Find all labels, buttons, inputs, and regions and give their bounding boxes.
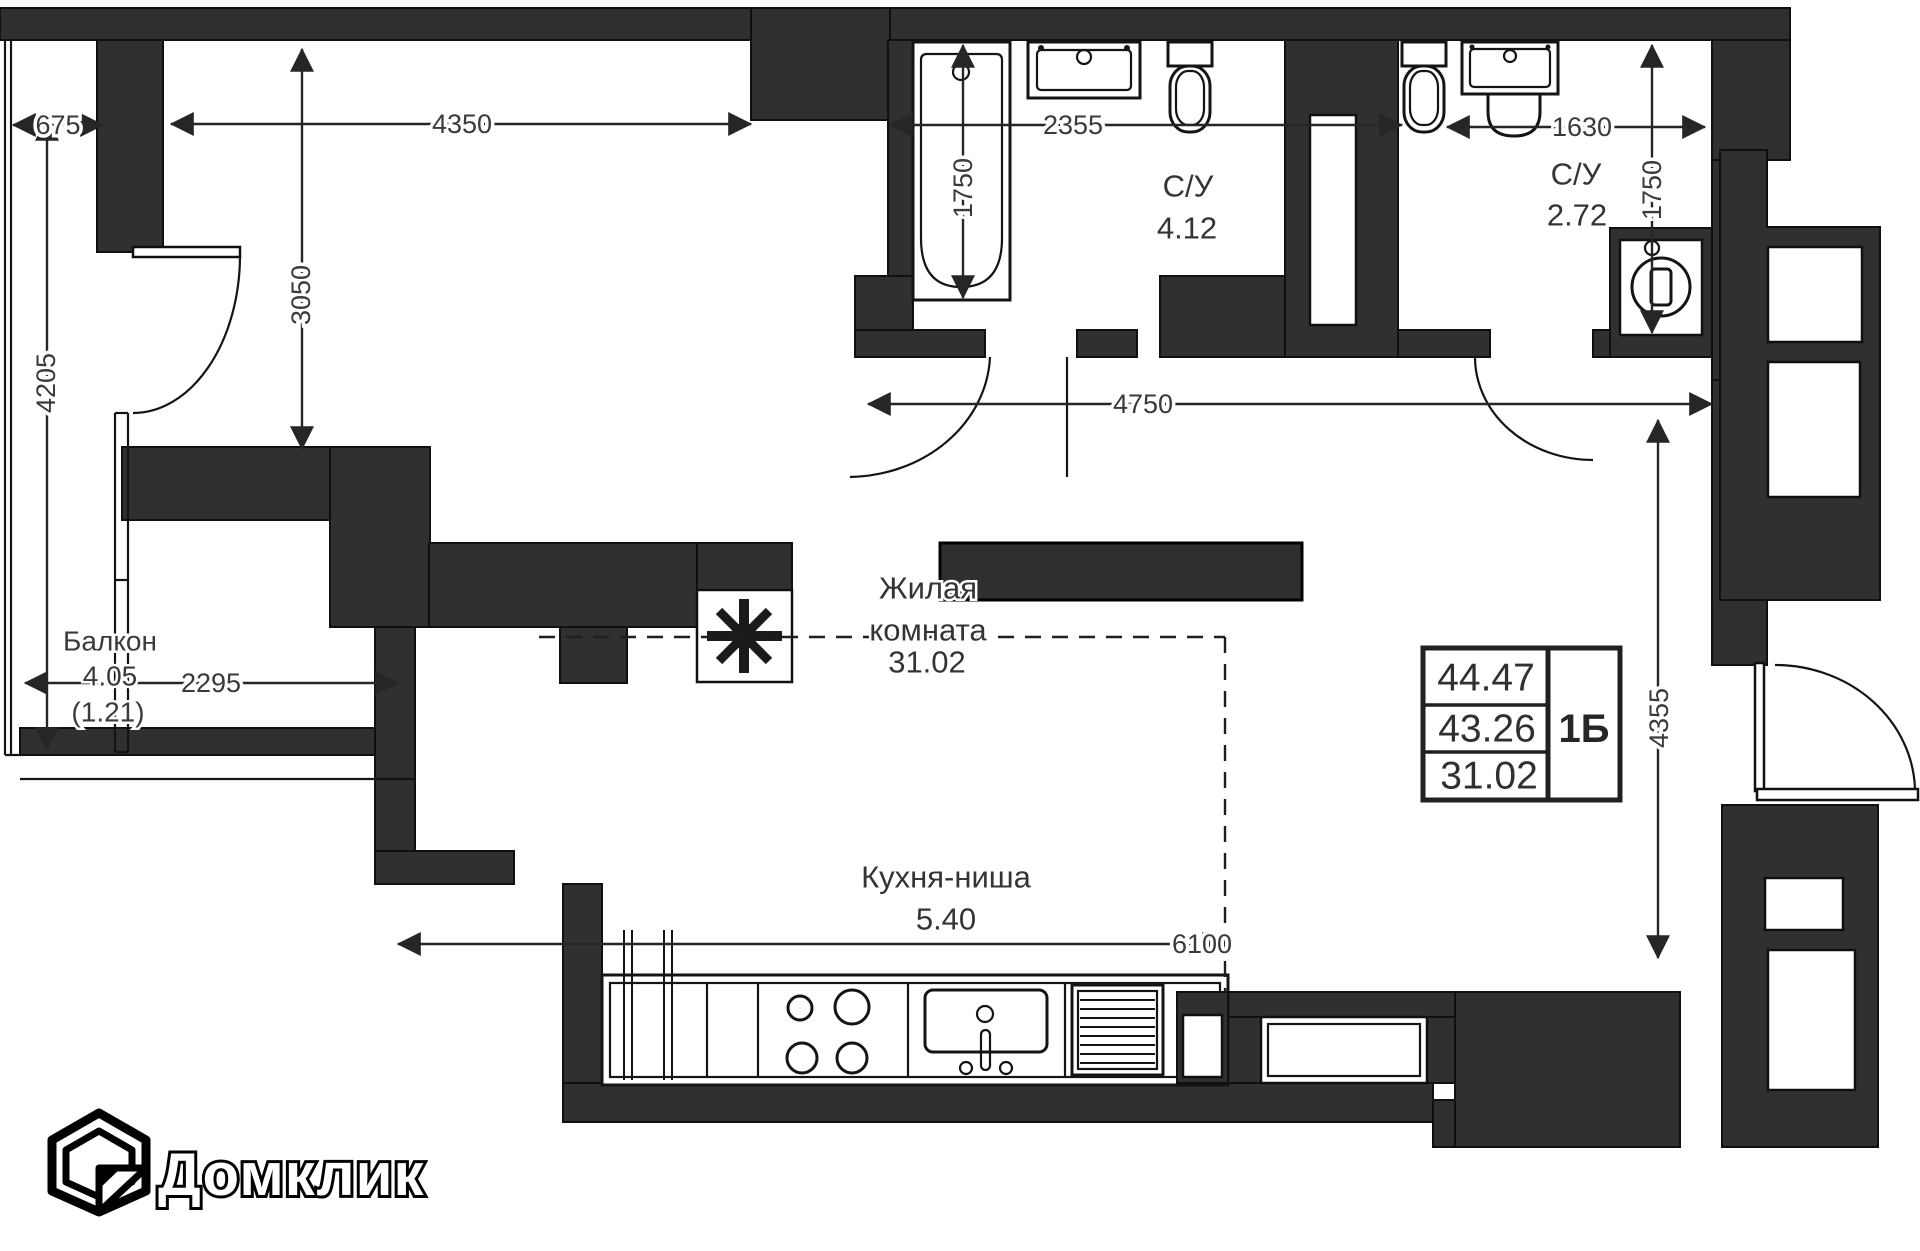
wall-bath1-bottom-b	[1076, 329, 1138, 358]
dim-bath2-width: 1630	[1552, 112, 1612, 142]
wall-step-small	[559, 626, 628, 684]
entrance-door-arc	[1774, 663, 1917, 790]
room-labels: Жилая комната 31.02 Кухня-ниша 5.40 С/У …	[61, 154, 1610, 939]
wall-bath2-bottom-a	[1397, 329, 1491, 358]
dim-bath1-width: 2355	[1043, 110, 1103, 140]
label-kitchen-area: 5.40	[916, 902, 976, 937]
dim-hall-width: 4750	[1113, 389, 1173, 419]
wall-bath1-bottom-a	[854, 329, 986, 358]
dim-bath1-height: 1750	[948, 158, 978, 218]
wall-band-to-shaft	[428, 542, 698, 628]
wall-left-column	[96, 39, 164, 253]
vanity-sink-bath1	[1026, 40, 1142, 100]
wall-kitchen-foot	[374, 850, 515, 885]
bath2-door-arc	[1473, 356, 1594, 462]
dimension-lines: 675 4350 2355 1630 1750 1750 3050 4205 4…	[11, 43, 1714, 963]
wall-window-top-strip	[1227, 991, 1456, 1018]
entrance-door-jamb	[1753, 661, 1766, 793]
fridge-hatched-icon	[1070, 983, 1165, 1077]
house-icon	[47, 1108, 151, 1217]
doors	[131, 245, 1920, 802]
info-flat-type: 1Б	[1559, 707, 1610, 751]
dim-living-width: 4350	[432, 109, 492, 139]
wall-top	[0, 7, 1791, 41]
info-area-living: 43.26	[1438, 708, 1536, 751]
label-bath1-area: 4.12	[1157, 211, 1217, 246]
wardrobe-block	[938, 541, 1304, 602]
wall-window-jamb-right	[1426, 1016, 1456, 1084]
dim-kitchen-zone-width: 6100	[1172, 929, 1232, 959]
wall-top-block	[750, 7, 891, 121]
counter-end-cabinet	[1176, 991, 1229, 1084]
label-living-area: 31.02	[888, 645, 966, 680]
wall-counter-left	[562, 883, 603, 1084]
shaft-core-2	[1766, 360, 1862, 499]
label-bath1-name: С/У	[1163, 169, 1214, 204]
info-area-total: 44.47	[1437, 657, 1535, 700]
info-box: 44.47 43.26 31.02 1Б	[1420, 645, 1623, 803]
shaft-entry-2	[1766, 948, 1857, 1092]
label-living-name-2: комната	[869, 613, 987, 648]
wall-window-jamb-left	[1227, 1016, 1262, 1084]
window-bottom-frame	[1266, 1022, 1422, 1078]
kitchen-counter	[600, 973, 1230, 1087]
entrance-door-leaf	[1755, 787, 1920, 802]
info-area-room: 31.02	[1440, 755, 1538, 798]
brand-name: Домклик	[158, 1141, 425, 1208]
info-box-frame	[1420, 645, 1623, 803]
shaft-entry-1	[1763, 876, 1845, 932]
label-kitchen-name: Кухня-ниша	[861, 860, 1032, 895]
kitchen-niche-boundary	[539, 635, 1227, 992]
dim-bath2-height: 1750	[1637, 160, 1667, 220]
bath1-door	[849, 356, 1069, 479]
dim-right-side-height: 4355	[1644, 688, 1674, 748]
wall-living-bottom-vert	[329, 446, 431, 628]
toilet-bath2	[1400, 40, 1448, 134]
wall-above-shaft	[696, 542, 793, 594]
kitchen-sink-icon	[923, 988, 1049, 1076]
wall-bottom-band	[562, 1082, 1434, 1123]
stove-icon	[785, 988, 871, 1075]
label-balcony-area: 4.05	[83, 661, 138, 692]
balcony-door-leaf	[131, 245, 242, 259]
dim-balcony-width: 675	[35, 110, 80, 140]
wall-kitchen-left	[374, 626, 416, 885]
toilet-bath1	[1166, 40, 1214, 134]
wall-niches	[1259, 113, 1864, 1092]
label-balcony-name: Балкон	[63, 626, 157, 657]
brand-logo: Домклик	[47, 1108, 427, 1217]
balcony-glazing	[3, 40, 415, 781]
dim-balcony-bottom-width: 2295	[181, 668, 241, 698]
wall-right-neck	[1711, 39, 1791, 161]
window-bottom	[1259, 1015, 1429, 1085]
bath1-door-arc	[849, 356, 992, 479]
dim-balcony-height: 4205	[31, 353, 61, 413]
balcony-door-arc	[132, 256, 242, 415]
dim-living-height: 3050	[286, 265, 316, 325]
shaft-core-1	[1766, 245, 1864, 344]
bath2-door	[1473, 356, 1594, 462]
label-living-name-1: Жилая	[879, 571, 977, 606]
wall-balcony-bottom	[19, 727, 416, 756]
balcony-door	[131, 245, 242, 415]
niche-mid-column	[1308, 113, 1358, 327]
label-bath2-name: С/У	[1551, 157, 1602, 192]
entrance-door	[1753, 661, 1920, 802]
label-balcony-area-coeff: (1.21)	[71, 697, 144, 728]
vanity-sink-bath2	[1460, 40, 1560, 138]
label-bath2-area: 2.72	[1547, 198, 1607, 233]
wall-bottom-right-block	[1454, 991, 1681, 1148]
wall-bath1-bottom-block	[1159, 275, 1291, 358]
